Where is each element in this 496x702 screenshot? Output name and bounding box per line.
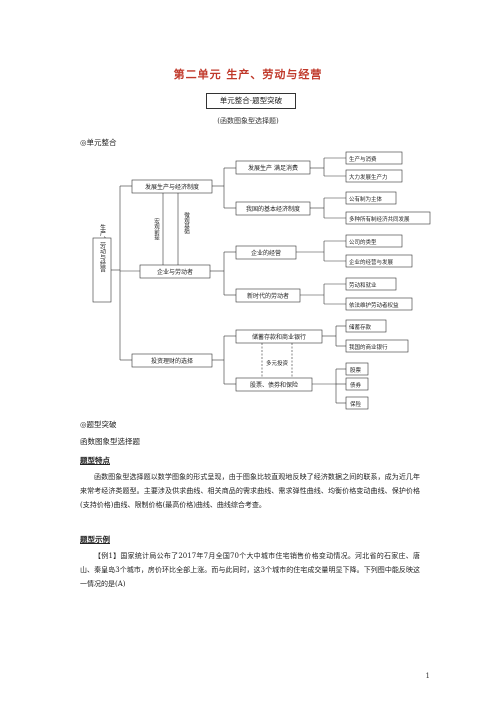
level1-box-1 bbox=[131, 179, 213, 194]
leaf-box-3 bbox=[345, 191, 397, 205]
leaf-label-2: 大力发展生产力 bbox=[349, 173, 388, 181]
integration-heading: ◎单元整合 bbox=[80, 138, 117, 147]
leaf-label-10: 我国的商业银行 bbox=[349, 343, 388, 351]
level1-box-2 bbox=[139, 264, 211, 279]
level2-label-6: 股票、债券和保险 bbox=[250, 381, 298, 389]
leaf-box-1 bbox=[345, 151, 403, 165]
level1-label-1: 发展生产与经济制度 bbox=[145, 183, 199, 191]
breakthrough-heading: ◎题型突破 bbox=[80, 420, 117, 429]
level1-box-3 bbox=[131, 353, 213, 368]
level2-box-1 bbox=[235, 160, 311, 175]
leaf-box-7 bbox=[345, 277, 397, 291]
leaf-label-1: 生产与消费 bbox=[349, 155, 377, 163]
section-box: 单元整合·题型突破 bbox=[206, 93, 296, 109]
type-title: 函数图象型选择题 bbox=[80, 437, 140, 446]
unit-title: 第二单元 生产、劳动与经营 bbox=[173, 68, 323, 81]
level2-label-3: 企业的经营 bbox=[251, 249, 281, 257]
link-label-macro: 宏观前提 bbox=[153, 217, 160, 242]
level2-box-5 bbox=[235, 329, 323, 344]
feature-text: 函数图象型选择题以数学图象的形式呈现，由于图象比较直观地反映了经济数据之间的联系… bbox=[80, 473, 420, 509]
leaf-box-10 bbox=[345, 339, 409, 353]
level2-box-6 bbox=[235, 377, 313, 392]
leaf-label-13: 保险 bbox=[350, 400, 362, 408]
leaf-label-6: 企业的经营与发展 bbox=[349, 258, 394, 266]
link-label-invest: 多元投资 bbox=[266, 359, 289, 367]
example-text: 【例1】国家统计局公布了2017年7月全国70个大中城市住宅销售价格变动情况。河… bbox=[80, 552, 420, 588]
level2-label-5: 储蓄存款和商业银行 bbox=[252, 333, 306, 341]
leaf-box-9 bbox=[345, 319, 387, 333]
leaf-label-8: 依法维护劳动者权益 bbox=[349, 301, 399, 309]
level2-box-2 bbox=[235, 201, 311, 216]
level2-box-4 bbox=[235, 288, 301, 303]
level2-label-4: 新时代的劳动者 bbox=[247, 292, 289, 300]
level2-label-1: 发展生产 满足消费 bbox=[248, 164, 298, 172]
feature-label: 题型特点 bbox=[80, 456, 110, 465]
sub-note: (函数图象型选择题) bbox=[217, 117, 279, 125]
leaf-box-6 bbox=[345, 254, 413, 268]
page-number: 1 bbox=[425, 672, 430, 680]
leaf-box-8 bbox=[345, 297, 413, 311]
link-label-micro: 微观基础 bbox=[183, 211, 190, 236]
level2-label-2: 我国的基本经济制度 bbox=[246, 205, 300, 213]
level1-label-3: 投资理财的选择 bbox=[151, 357, 193, 365]
root-label: 生产、劳动与经营 bbox=[99, 223, 106, 273]
leaf-box-5 bbox=[345, 234, 403, 248]
leaf-label-4: 多种所有制经济共同发展 bbox=[349, 215, 410, 223]
leaf-label-5: 公司的类型 bbox=[349, 238, 377, 246]
level2-box-3 bbox=[235, 245, 297, 260]
leaf-label-12: 债券 bbox=[350, 381, 362, 389]
leaf-label-9: 储蓄存款 bbox=[349, 323, 372, 331]
leaf-label-7: 劳动和就业 bbox=[349, 281, 377, 289]
level1-label-2: 企业与劳动者 bbox=[157, 268, 193, 276]
leaf-box-12 bbox=[345, 377, 369, 391]
leaf-label-11: 股票 bbox=[350, 367, 362, 374]
leaf-box-13 bbox=[345, 396, 369, 410]
leaf-box-2 bbox=[345, 169, 403, 183]
leaf-label-3: 公有制为主体 bbox=[349, 195, 383, 203]
leaf-box-4 bbox=[345, 211, 431, 225]
leaf-box-11 bbox=[345, 362, 369, 376]
example-label: 题型示例 bbox=[80, 535, 110, 544]
